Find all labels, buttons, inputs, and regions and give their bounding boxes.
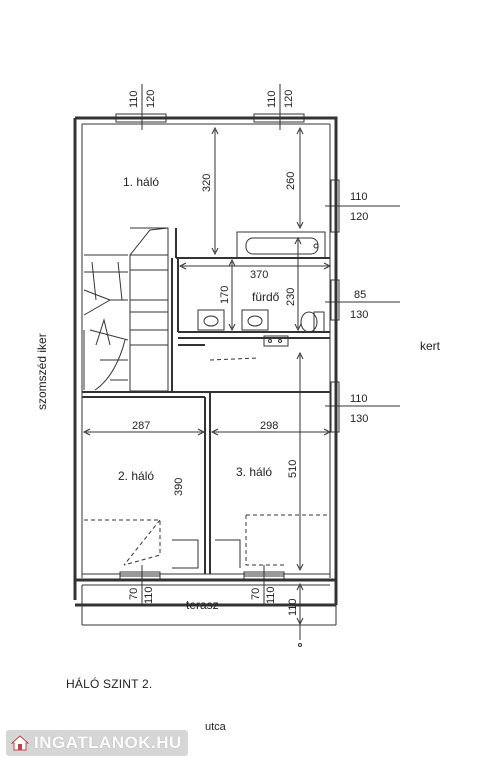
dim-h-230: 230: [285, 288, 297, 306]
staircase: [83, 227, 169, 392]
label-neighbor: szomszéd iker: [35, 333, 49, 410]
window-top-left: [115, 113, 167, 123]
label-kert: kert: [420, 339, 441, 353]
dim-h-260: 260: [285, 172, 297, 190]
dim-h-110: 110: [287, 598, 299, 616]
bathtub-icon: [236, 231, 326, 259]
toilet-icon: [300, 311, 325, 333]
dim-door-right-a: 70: [250, 588, 262, 600]
dim-h-510: 510: [287, 460, 299, 478]
terrace-outline: [81, 584, 337, 626]
window-top-right: [253, 113, 305, 123]
door-swing-2: [172, 539, 199, 569]
room-label-halo3: 3. háló: [236, 465, 272, 479]
dim-win-right-2-b: 130: [350, 309, 368, 321]
dim-w-298: 298: [260, 420, 278, 432]
dimension-lines: [82, 84, 400, 647]
room-label-halo2: 2. háló: [118, 469, 154, 483]
dim-win-right-1-b: 120: [350, 211, 368, 223]
dim-h-320: 320: [201, 174, 213, 192]
bath-counter-icon: [263, 335, 289, 347]
label-street: utca: [205, 721, 226, 733]
dim-door-right-b: 110: [265, 586, 277, 604]
dim-win-right-1-a: 110: [350, 191, 368, 203]
door-bottom-left: [119, 571, 161, 581]
house-icon: [10, 735, 30, 751]
logo-text: INGATLANOK.HU: [34, 733, 182, 752]
room-label-terasz: terasz: [186, 598, 219, 612]
plan-caption: HÁLÓ SZINT 2.: [66, 677, 153, 691]
interior-walls: [82, 228, 330, 574]
room-label-halo1: 1. háló: [123, 175, 159, 189]
dim-w-370: 370: [250, 269, 268, 281]
dim-door-left-a: 70: [128, 588, 140, 600]
dim-win-top-right-a: 110: [266, 90, 278, 108]
door-swing-3: [215, 539, 241, 568]
dim-win-right-3-b: 130: [350, 413, 368, 425]
window-right-3: [330, 381, 340, 433]
dim-win-top-right-b: 120: [283, 90, 295, 108]
room-label-furdo: fürdő: [252, 290, 280, 304]
door-swings: [84, 357, 331, 566]
dim-door-left-b: 110: [143, 586, 155, 604]
dim-h-390: 390: [173, 478, 185, 496]
dim-w-287: 287: [132, 420, 150, 432]
site-logo[interactable]: INGATLANOK.HU: [6, 730, 188, 756]
dim-win-top-left-a: 110: [128, 90, 140, 108]
window-right-2: [330, 279, 340, 321]
dim-h-170: 170: [219, 286, 231, 304]
sink-icon: [197, 309, 269, 331]
dim-win-top-left-b: 120: [145, 90, 157, 108]
dim-win-right-3-a: 110: [350, 393, 368, 405]
dim-win-right-2-a: 85: [354, 289, 366, 301]
